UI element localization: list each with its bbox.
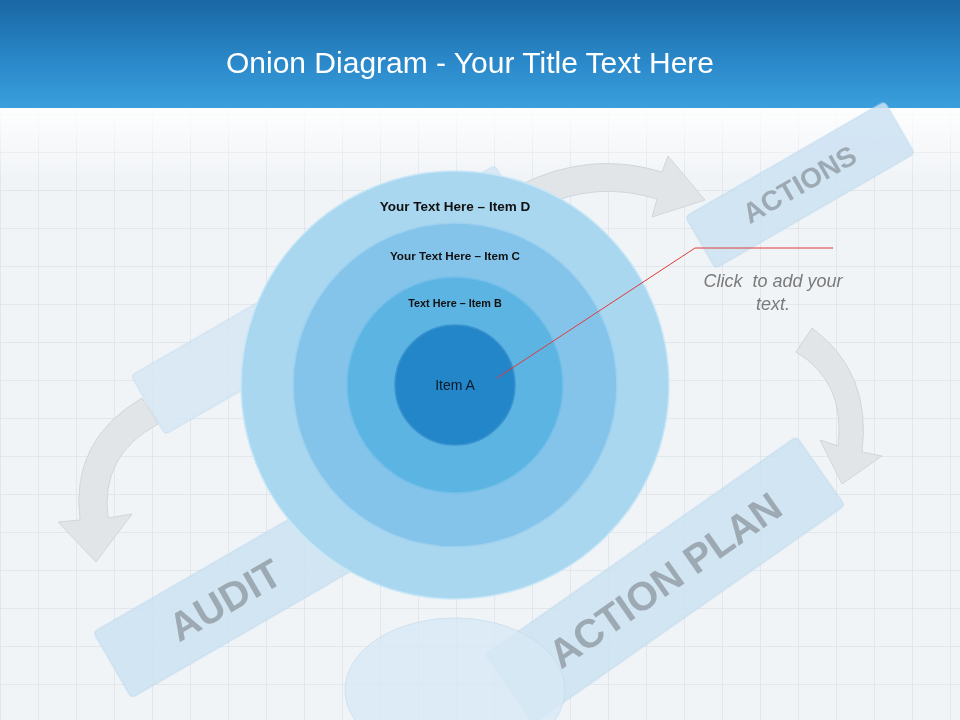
- ring-circle: [347, 277, 563, 493]
- ring-label: Text Here – Item B: [346, 297, 564, 309]
- ring-label: Item A: [394, 377, 516, 393]
- header-bar: [0, 0, 960, 108]
- slide-title: Onion Diagram - Your Title Text Here: [0, 46, 940, 80]
- ring: Text Here – Item B Item A: [346, 276, 564, 494]
- cycle-arrow: [58, 398, 158, 562]
- ring-circle: [241, 171, 669, 599]
- ring-circle: [293, 223, 617, 547]
- watermark-panel: [685, 102, 914, 269]
- outer-ring: Your Text Here – Item D Your Text Here – …: [240, 170, 670, 600]
- ring-label: Your Text Here – Item D: [240, 199, 670, 214]
- cycle-arrow: [796, 328, 882, 484]
- ring-label: Your Text Here – Item C: [292, 249, 618, 262]
- core-circle: Item A: [394, 324, 516, 446]
- ring: Your Text Here – Item C Text Here – Item …: [292, 222, 618, 548]
- ring-circle: [395, 325, 515, 445]
- base-disc: [345, 618, 565, 720]
- callout-text: Click to add your text.: [698, 270, 848, 317]
